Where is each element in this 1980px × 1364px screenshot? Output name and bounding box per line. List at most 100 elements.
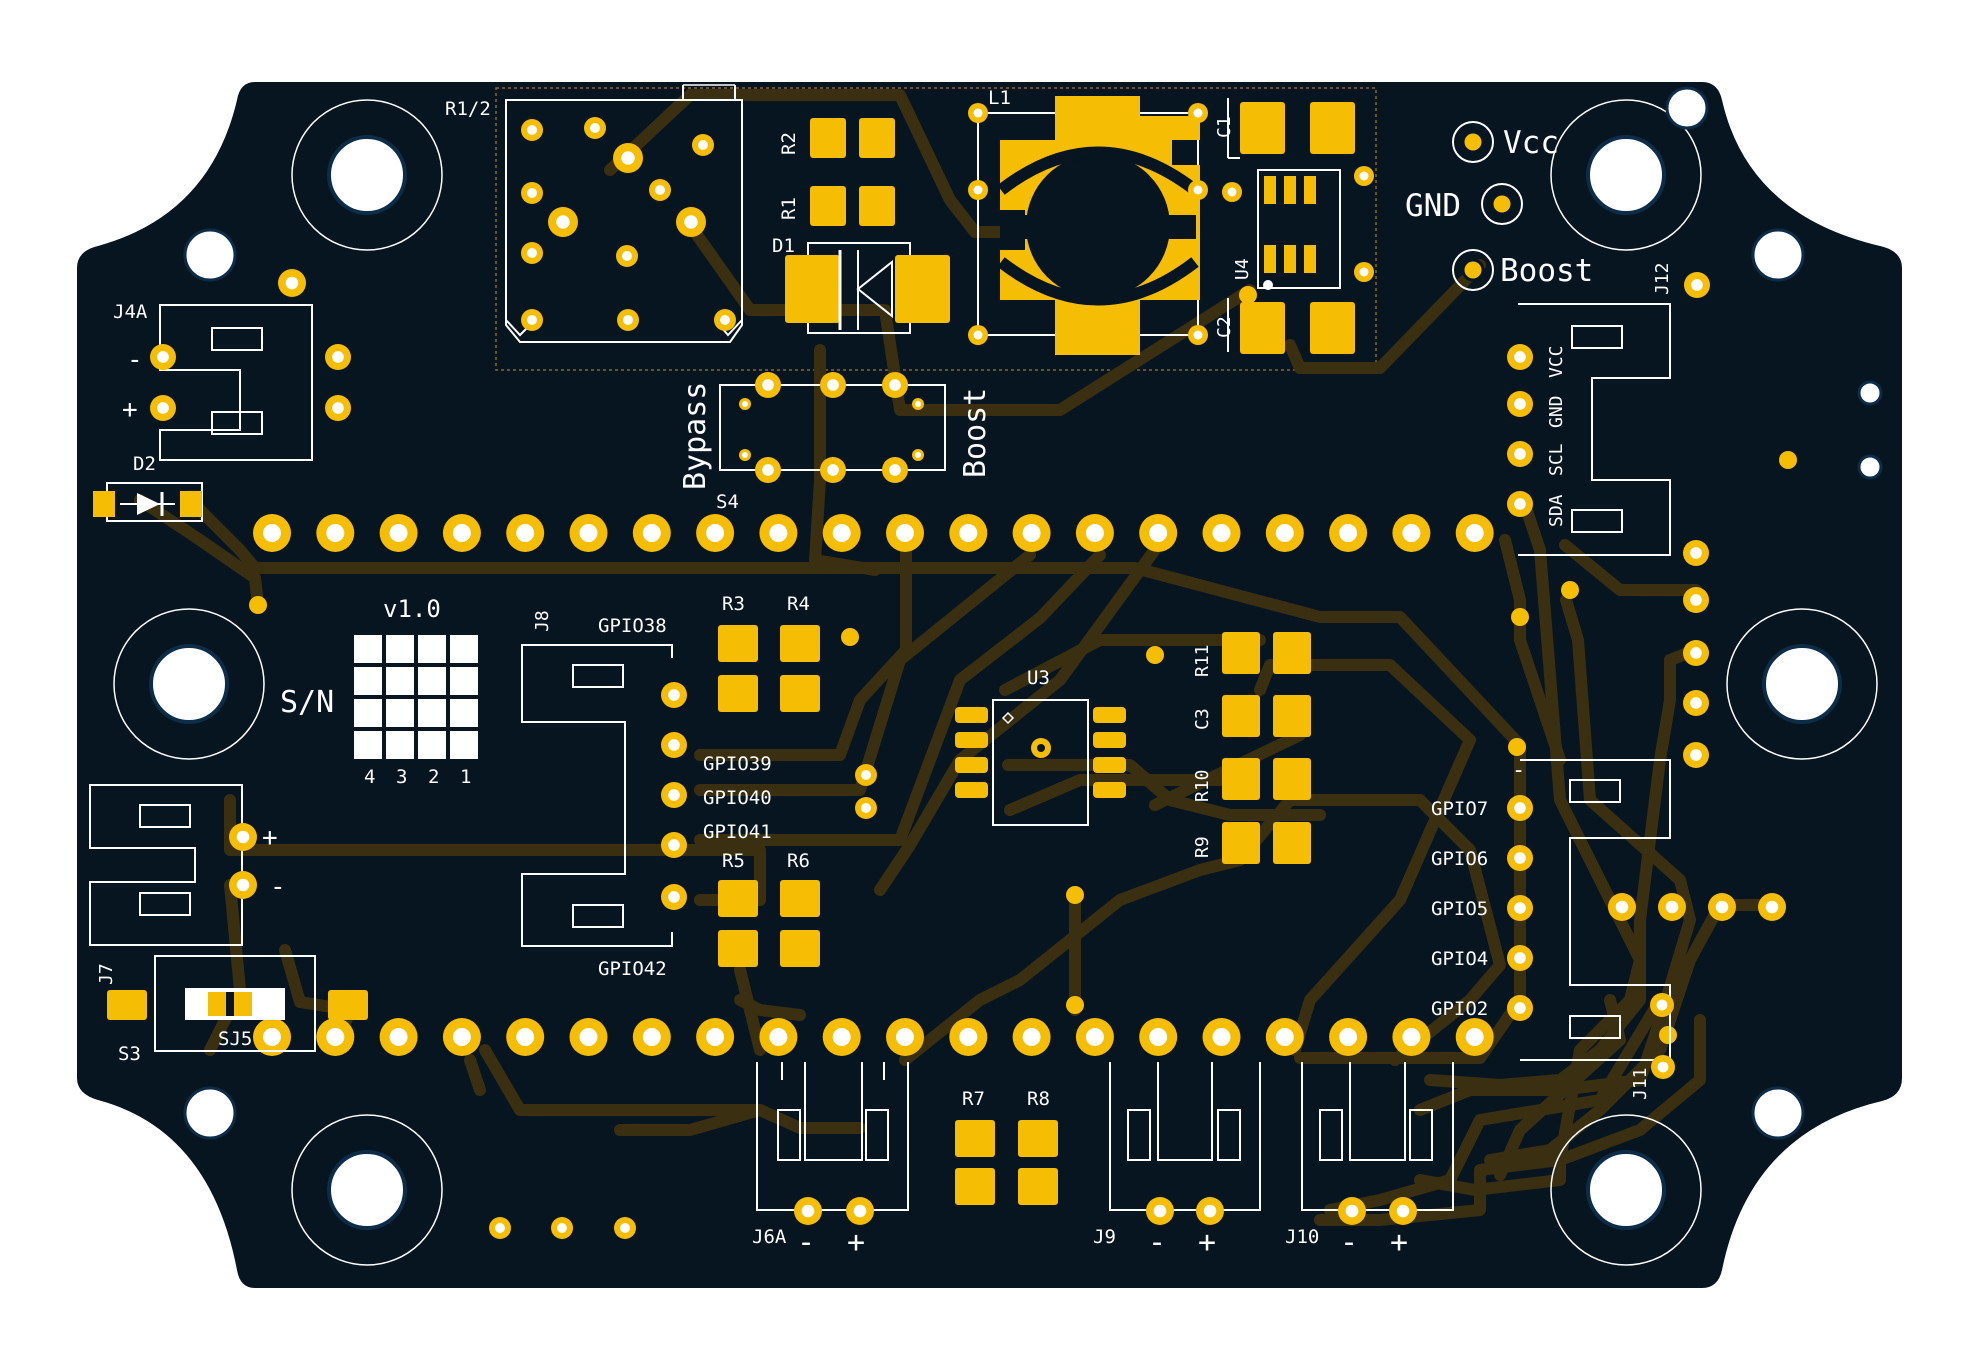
- label-j6a-plus: +: [847, 1225, 865, 1260]
- serial-cell: [418, 635, 446, 663]
- label-j10-minus: -: [1340, 1225, 1358, 1260]
- label-gpio41: GPIO41: [703, 821, 772, 843]
- serial-cell: [354, 667, 382, 695]
- ic-u3: [955, 699, 1126, 826]
- label-gpio4: GPIO4: [1431, 948, 1488, 970]
- vias: [249, 286, 1797, 1044]
- label-r2: R2: [778, 132, 800, 155]
- label-u4: U4: [1232, 258, 1253, 280]
- connector-j12: [1507, 272, 1710, 556]
- serial-cell: [450, 731, 478, 759]
- label-i2c-scl: SCL: [1546, 443, 1567, 476]
- label-sn-digit-1: 1: [460, 766, 471, 788]
- label-r3: R3: [722, 593, 745, 615]
- mounting-hole-bottom-left: [291, 1114, 443, 1266]
- label-j6a-minus: -: [797, 1225, 815, 1260]
- label-s3: S3: [118, 1043, 141, 1065]
- connector-j8: [521, 644, 877, 947]
- switch-s4: [719, 372, 946, 483]
- label-i2c-vcc: VCC: [1546, 345, 1567, 378]
- label-r9: R9: [1192, 836, 1213, 858]
- connector-j9: [1109, 1062, 1261, 1225]
- label-gnd: GND: [1405, 188, 1461, 224]
- label-j4a-plus: +: [122, 395, 138, 425]
- label-sj5: SJ5: [218, 1028, 252, 1050]
- r3-r6-pads: [718, 625, 820, 967]
- silkscreen-labels: R1/2 R2 R1 D1 L1 C1 C2 U4 Vcc GND Boost …: [96, 87, 1673, 1260]
- label-vcc: Vcc: [1503, 125, 1559, 161]
- label-j8: J8: [532, 610, 553, 632]
- label-r8: R8: [1027, 1088, 1050, 1110]
- label-j9: J9: [1093, 1226, 1116, 1248]
- label-gpio38: GPIO38: [598, 615, 667, 637]
- label-sn-digit-4: 4: [364, 766, 375, 788]
- label-u3: U3: [1027, 667, 1050, 689]
- label-c3: C3: [1192, 708, 1213, 730]
- mounting-hole-bottom-right: [1550, 1114, 1702, 1266]
- r9-r11-c3-pads: [1222, 632, 1311, 864]
- label-r11: R11: [1192, 644, 1213, 677]
- label-d2: D2: [133, 453, 156, 475]
- label-j7-plus: +: [262, 823, 278, 853]
- label-j4a: J4A: [113, 301, 148, 323]
- label-r7: R7: [962, 1088, 985, 1110]
- label-r1: R1: [778, 197, 800, 220]
- solder-jumper-sj5: [107, 955, 368, 1052]
- diode-d2: [93, 482, 203, 522]
- label-version: v1.0: [383, 595, 441, 623]
- connector-j10: [1301, 1062, 1454, 1225]
- connector-j7: [89, 784, 257, 946]
- label-j9-minus: -: [1148, 1225, 1166, 1260]
- label-gpio2: GPIO2: [1431, 998, 1488, 1020]
- serial-cell: [354, 635, 382, 663]
- mounting-holes: [113, 99, 1878, 1266]
- label-gpio39: GPIO39: [703, 753, 772, 775]
- label-c1: C1: [1214, 116, 1235, 138]
- board-outline: [77, 82, 1902, 1288]
- label-j10: J10: [1285, 1226, 1319, 1248]
- label-j11: J11: [1630, 1067, 1651, 1100]
- label-j10-plus: +: [1390, 1225, 1408, 1260]
- label-gpio6: GPIO6: [1431, 848, 1488, 870]
- label-j11-minus: -: [1512, 758, 1525, 783]
- inductor-l1: [968, 96, 1208, 355]
- serial-cell: [450, 635, 478, 663]
- serial-cell: [354, 731, 382, 759]
- test-points: [1452, 121, 1523, 291]
- label-r10: R10: [1192, 769, 1213, 802]
- label-serial: S/N: [280, 685, 334, 720]
- serial-cell: [354, 699, 382, 727]
- label-j7-minus: -: [270, 872, 286, 902]
- serial-cell: [418, 699, 446, 727]
- label-s4: S4: [716, 491, 739, 513]
- label-d1: D1: [772, 235, 795, 257]
- label-i2c-gnd: GND: [1546, 395, 1567, 428]
- label-j9-plus: +: [1198, 1225, 1216, 1260]
- label-j6a: J6A: [752, 1226, 787, 1248]
- label-r6: R6: [787, 850, 810, 872]
- label-sn-digit-2: 2: [428, 766, 439, 788]
- mounting-hole-top-right: [1550, 99, 1702, 251]
- mounting-hole-mid-left: [113, 608, 265, 760]
- label-j7: J7: [96, 963, 117, 985]
- trimmer-r12: [505, 84, 743, 343]
- npth-holes: [183, 86, 1883, 1140]
- connector-j11: [1507, 540, 1786, 1079]
- r2-r1-pads: [810, 118, 895, 226]
- label-r5: R5: [722, 850, 745, 872]
- serial-cell: [386, 635, 414, 663]
- bottom-test-pads: [489, 1217, 636, 1239]
- label-r4: R4: [787, 593, 810, 615]
- label-gpio5: GPIO5: [1431, 898, 1488, 920]
- label-gpio40: GPIO40: [703, 787, 772, 809]
- label-l1: L1: [988, 87, 1011, 109]
- label-j4a-minus: -: [127, 345, 143, 375]
- serial-cell: [386, 667, 414, 695]
- c1-c2-u4: [1222, 98, 1374, 354]
- connector-j6a: [756, 1062, 909, 1225]
- label-r12: R1/2: [445, 98, 491, 120]
- label-c2: C2: [1214, 316, 1235, 338]
- header-row-top: [253, 514, 1494, 552]
